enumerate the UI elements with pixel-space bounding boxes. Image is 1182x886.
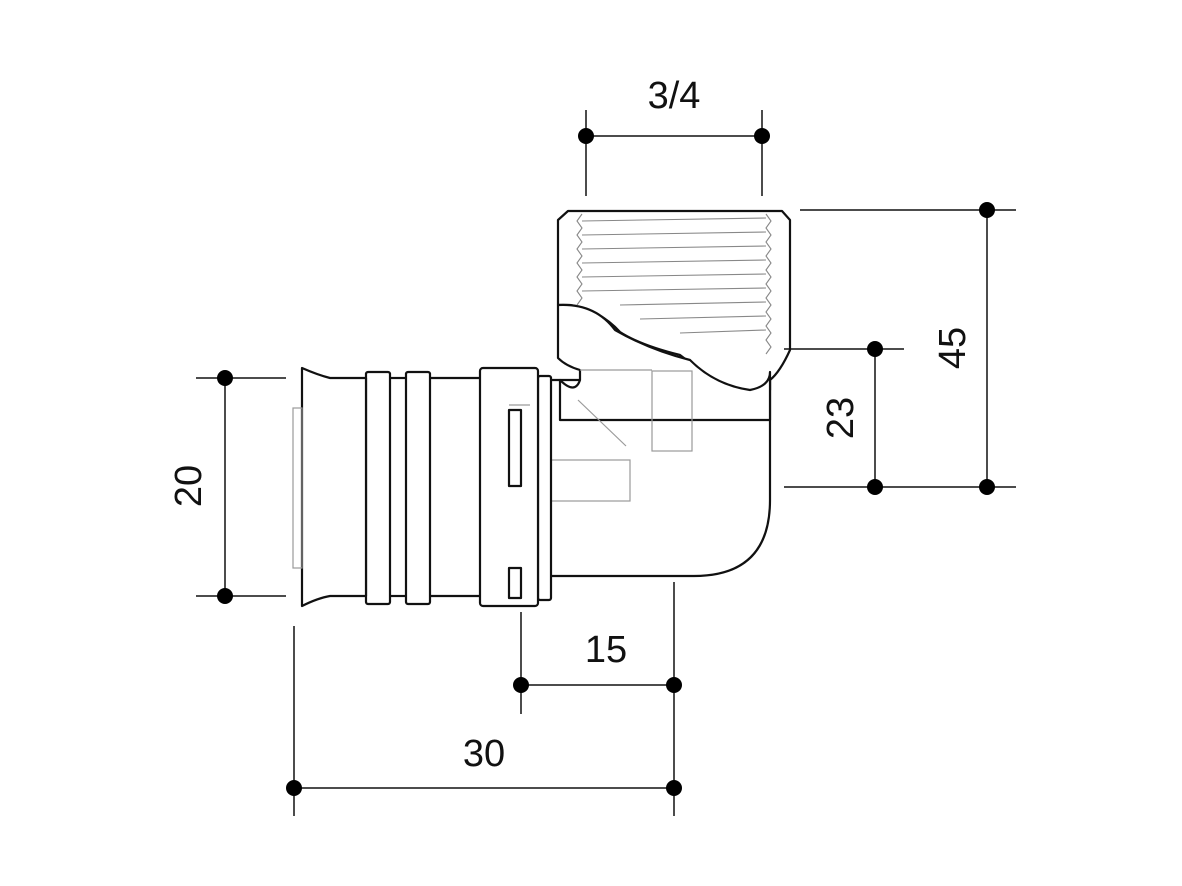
dim-label-inner-length: 15 — [585, 629, 627, 671]
dim-label-pipe-diameter: 20 — [168, 465, 210, 507]
pipe-sleeve — [300, 366, 368, 608]
collar-flange — [536, 374, 553, 602]
elbow-fitting — [292, 209, 792, 608]
dim-point — [867, 479, 883, 495]
dim-label-height-center: 23 — [820, 397, 862, 439]
dim-thread-size: 3/4 — [578, 75, 770, 196]
dim-point — [979, 202, 995, 218]
sleeve-ring-2 — [404, 370, 432, 606]
dim-point — [754, 128, 770, 144]
dim-label-thread: 3/4 — [648, 75, 701, 117]
dim-height-total: 45 — [784, 202, 1016, 495]
dim-total-length: 30 — [286, 626, 682, 816]
dim-label-total-length: 30 — [463, 733, 505, 775]
dim-point — [666, 677, 682, 693]
dim-inner-length: 15 — [513, 582, 682, 816]
dim-point — [286, 780, 302, 796]
sleeve-ring-1 — [364, 370, 392, 606]
dim-point — [578, 128, 594, 144]
dim-point — [513, 677, 529, 693]
dim-height-center: 23 — [784, 341, 904, 495]
dim-point — [867, 341, 883, 357]
internal-slot-upper — [651, 370, 693, 452]
socket-lower — [556, 303, 772, 422]
dim-point — [666, 780, 682, 796]
thread-lines — [576, 213, 772, 355]
internal-bore-line — [577, 399, 627, 447]
dim-label-height-total: 45 — [932, 327, 974, 369]
dim-point — [217, 370, 233, 386]
dim-pipe-diameter: 20 — [168, 370, 286, 604]
elbow-body — [538, 378, 772, 578]
dim-point — [979, 479, 995, 495]
dim-point — [217, 588, 233, 604]
